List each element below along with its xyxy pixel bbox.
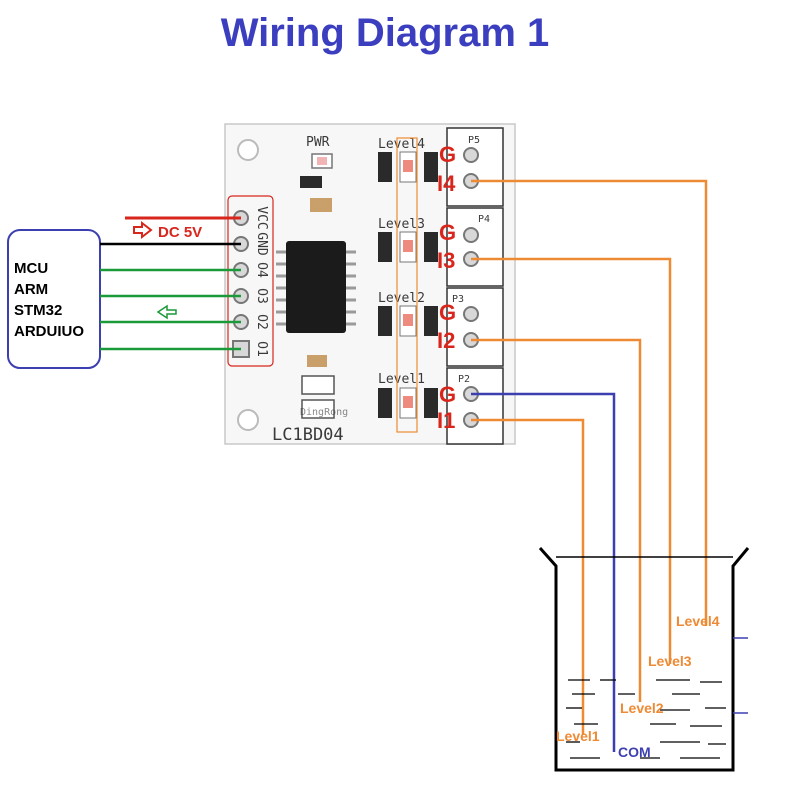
level3-led-group [378, 231, 438, 263]
tank-label-level1: Level1 [556, 728, 600, 744]
header-label-vcc: VCC [254, 206, 269, 229]
left-header-outline [227, 195, 274, 367]
pin-label-g: G [439, 300, 456, 325]
diagram-title: Wiring Diagram 1 [221, 11, 550, 55]
tank-label-level4: Level4 [676, 613, 720, 629]
pin-label-i1: I1 [437, 408, 455, 433]
header-label-o4: O4 [254, 262, 269, 278]
mcu-label-3: ARDUIUO [14, 323, 84, 340]
tank-label-level3: Level3 [648, 653, 692, 669]
pin-label-i4: I4 [437, 171, 456, 196]
level2-led-group [378, 305, 438, 337]
smd-transistor [301, 375, 335, 395]
board-level-label-1: Level1 [378, 372, 425, 387]
header-label-o2: O2 [254, 314, 269, 330]
probe-wire-level3 [471, 257, 672, 664]
watermark-text: DingRong [300, 407, 348, 418]
port-block-p4 [446, 207, 504, 287]
pin-label-i3: I3 [437, 248, 455, 273]
port-block-p3 [446, 287, 504, 367]
smd-transistor [301, 399, 335, 419]
pin-label-g: G [439, 142, 456, 167]
port-block-p5 [446, 127, 504, 207]
ic-chip [286, 241, 346, 333]
header-label-o1: O1 [254, 341, 269, 357]
pin-label-g: G [439, 382, 456, 407]
board-level-label-3: Level3 [378, 217, 425, 232]
port-block-p2 [446, 367, 504, 445]
tank-label-level2: Level2 [620, 700, 664, 716]
smd-capacitor [310, 198, 332, 212]
pcb-board: PWR DingRong LC1BD04 Level4 Level3 Level… [224, 123, 516, 445]
dc-5v-label: DC 5V [158, 224, 202, 241]
probe-wire-level2 [471, 338, 642, 702]
board-name: LC1BD04 [272, 425, 344, 445]
pin-label-i2: I2 [437, 328, 455, 353]
probe-wire-level4 [471, 179, 708, 626]
mounting-hole [237, 139, 259, 161]
led-outline [396, 137, 418, 433]
board-level-label-2: Level2 [378, 291, 425, 306]
probe-wire-level1 [471, 418, 585, 735]
level4-led-group [378, 151, 438, 183]
port-label-p5: P5 [468, 135, 480, 146]
pin-label-g: G [439, 220, 456, 245]
level1-led-group [378, 387, 438, 419]
com-wire [471, 392, 616, 752]
power-arrow-icon [133, 220, 153, 240]
smd-resistor [300, 176, 322, 188]
water-tank [538, 547, 750, 772]
port-label-p3: P3 [452, 294, 464, 305]
mcu-label-0: MCU [14, 260, 48, 277]
mcu-label-1: ARM [14, 281, 48, 298]
tank-label-com: COM [618, 744, 651, 760]
header-label-gnd: GND [254, 232, 269, 256]
port-label-p4: P4 [478, 214, 490, 225]
pwr-label: PWR [306, 135, 330, 150]
mcu-box [7, 229, 101, 369]
signal-direction-arrow-icon [156, 304, 177, 320]
mcu-label-2: STM32 [14, 302, 62, 319]
port-label-p2: P2 [458, 374, 470, 385]
header-label-o3: O3 [254, 288, 269, 304]
board-level-label-4: Level4 [378, 137, 425, 152]
smd-capacitor [307, 355, 327, 367]
mounting-hole [237, 409, 259, 431]
